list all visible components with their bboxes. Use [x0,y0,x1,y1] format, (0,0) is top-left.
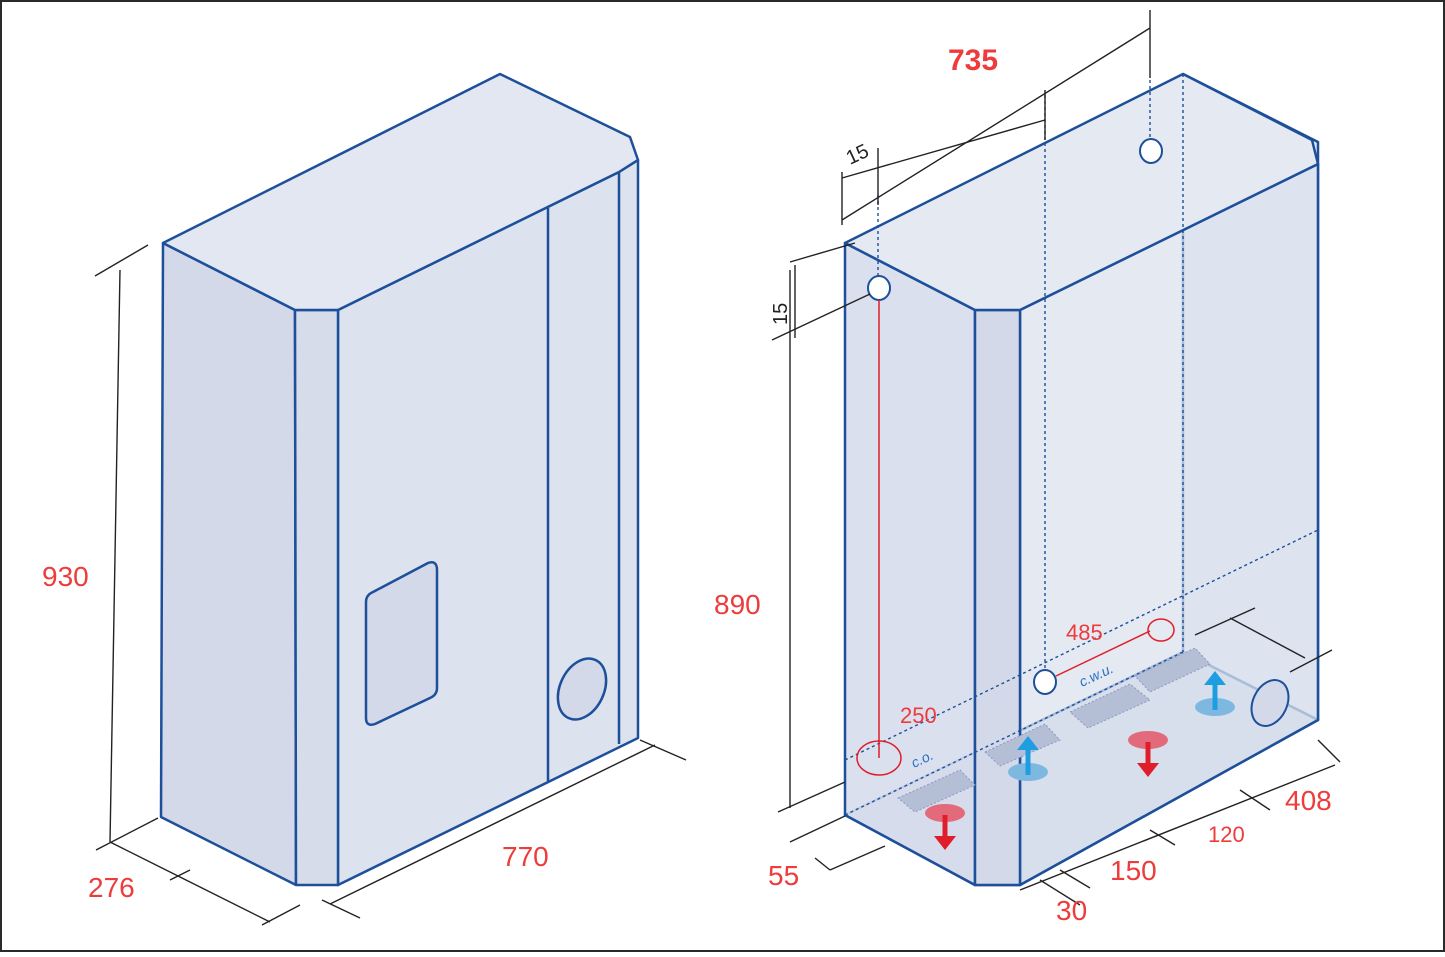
left-dimension-lines [94,244,687,926]
left-corner-strip [293,308,340,887]
cold-arrow-co [1008,736,1048,781]
dim-276: 276 [88,872,135,903]
dim-250: 250 [900,703,937,728]
right-connection-holes [867,138,1290,727]
top-hole-right [1139,138,1163,164]
right-dimension-lines [771,10,1341,906]
dim-890: 890 [714,589,761,620]
dim-930: 930 [42,561,89,592]
dim-55: 55 [768,860,799,891]
floor-hole-middle [1033,669,1057,695]
dim-485: 485 [1066,620,1103,645]
dim-30: 30 [1056,895,1087,926]
left-side-face [159,241,298,887]
dim-120: 120 [1208,822,1245,847]
side-flue-hole [1250,679,1290,727]
hot-arrow-cwu [1128,731,1168,777]
dim-770: 770 [502,841,549,872]
dim-408: 408 [1285,785,1332,816]
dim-735: 735 [948,44,998,77]
left-top-face [161,72,640,312]
left-display-window [364,561,439,726]
cold-arrow-cwu [1195,671,1235,716]
hot-arrow-co [925,804,965,850]
dim-150: 150 [1110,855,1157,886]
right-hidden-edges [844,74,1319,816]
top-hole-left [867,275,891,301]
left-flue-port [556,657,608,721]
red-reference-markers [856,300,1175,776]
dim-15-side: 15 [770,303,792,325]
right-corner-strip [973,308,1022,887]
flow-arrows [925,671,1235,850]
dim-15-top: 15 [843,140,872,169]
left-boiler-housing [159,72,640,887]
